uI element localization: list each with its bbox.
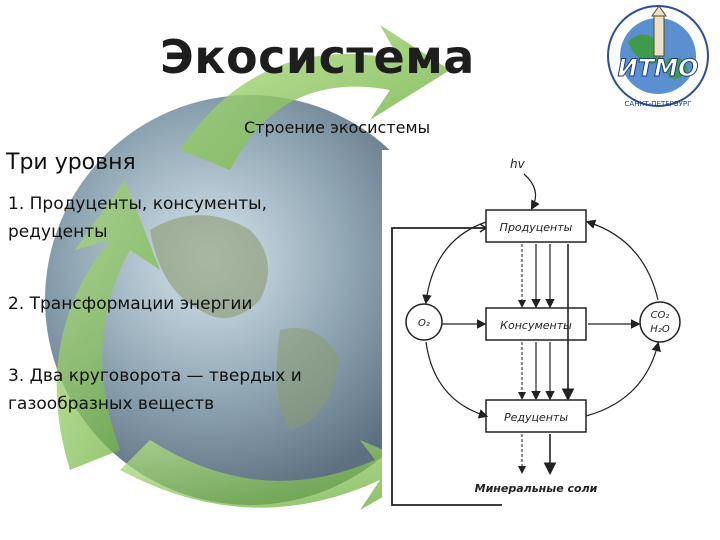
ecosystem-diagram: hv Продуценты Консументы Редуценты O₂ CO… — [382, 150, 698, 518]
levels-heading: Три уровня — [6, 150, 136, 175]
minerals-label: Минеральные соли — [475, 482, 598, 495]
producers-label: Продуценты — [500, 221, 573, 234]
list-item-2: 2. Трансформации энергии — [8, 294, 253, 314]
h2o-label: H₂O — [650, 324, 670, 335]
recycle-arrow-top — [180, 25, 450, 170]
list-item-3: 3. Два круговорота — твердых и газообраз… — [8, 366, 302, 414]
co2-label: CO₂ — [651, 310, 670, 321]
recycle-arrow-left — [56, 180, 160, 470]
itmo-logo: ИТМО САНКТ-ПЕТЕРБУРГ — [607, 5, 709, 108]
o2-label: O₂ — [418, 318, 430, 329]
list-item-1: 1. Продуценты, консументы, редуценты — [8, 194, 268, 242]
recycle-arrow-bottom — [120, 440, 430, 510]
co2-h2o-circle — [639, 301, 681, 343]
hv-label: hv — [510, 157, 526, 171]
reducers-label: Редуценты — [504, 411, 568, 424]
slide-title: Экосистема — [160, 30, 475, 84]
slide-subtitle: Строение экосистемы — [244, 118, 431, 137]
producers-box — [485, 209, 587, 243]
logo-ring-text: САНКТ-ПЕТЕРБУРГ — [625, 100, 692, 108]
consumers-label: Консументы — [500, 319, 572, 332]
logo-text: ИТМО — [618, 54, 699, 82]
